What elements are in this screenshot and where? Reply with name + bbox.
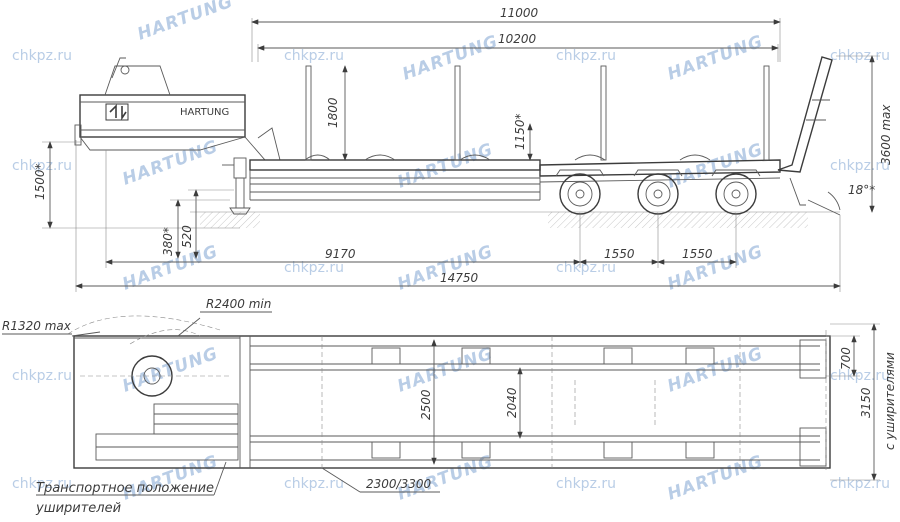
dim-width-track-value: 2040 [505,387,519,418]
watermark-brand: HARTUNG [665,140,766,193]
watermark-site: chkpz.ru [556,48,616,64]
transport-note-line1: Транспортное положение [36,481,214,496]
gooseneck-bracket [104,65,171,96]
dim-axle-spacing-1-value: 1550 [604,247,635,261]
watermark-site: chkpz.ru [12,368,72,384]
dim-stake-height-value: 1800 [326,97,340,128]
watermarks: chkpz.ru chkpz.ru chkpz.ru chkpz.ru chkp… [12,0,890,505]
wheel [559,173,601,215]
watermark-site: chkpz.ru [284,476,344,492]
stake [454,65,461,161]
gooseneck-body [79,94,246,138]
turn-radius-arc [67,315,221,335]
dim-deck-height-value: 1150* [513,113,527,150]
dim-loading-deck-value: 10200 [498,32,537,46]
gooseneck: HARTUNG [74,57,285,161]
turn-radius-min-arc [129,329,201,345]
watermark-brand: HARTUNG [400,32,501,85]
dim-width-ext-note: с уширителями [883,352,897,450]
watermark-site: chkpz.ru [556,476,616,492]
dim-overall-deck-value: 11000 [500,6,539,20]
axle-markers [371,347,715,459]
side-dimensions: 11000 10200 1800 1150* 3600 max 18°* 150… [33,6,893,292]
deck-top [249,159,541,171]
dim-ramp-gap-value: 700 [839,347,853,370]
ground-hatch-leg [200,212,260,228]
stake [305,65,312,161]
ramp-raised [777,56,833,173]
stake [763,65,770,161]
transport-note-line2: уширителей [35,501,121,516]
hartung-logo [105,103,129,121]
side-view: HARTUNG [33,6,893,292]
dim-ramp-spacing: 2300/3300 [366,477,431,491]
watermark-brand: HARTUNG [395,242,496,295]
watermark-site: chkpz.ru [12,476,72,492]
dim-width-ext-value: 3150 [859,387,873,418]
dim-leg-b-value: 520 [180,225,194,248]
rear-ramp [777,56,841,216]
axles [555,169,761,215]
brand-name: HARTUNG [180,107,229,118]
watermark-brand: HARTUNG [395,140,496,193]
dim-kingpin-axle-value: 9170 [325,247,356,261]
dim-ramp-height-value: 3600 max [879,104,893,165]
watermark-site: chkpz.ru [284,48,344,64]
watermark-brand: HARTUNG [135,0,236,45]
stakes [305,65,770,161]
dim-width-inner-value: 2500 [419,389,433,420]
dim-turn-radius-front: R1320 max [2,319,72,333]
top-frame [73,335,831,469]
watermark-brand: HARTUNG [665,242,766,295]
watermark-site: chkpz.ru [830,476,890,492]
top-view: R1320 max R2400 min 2500 2040 700 3150 с… [2,297,897,516]
watermark-site: chkpz.ru [830,158,890,174]
rear-deck [539,159,781,177]
ground-hatch-axles [548,212,808,228]
dim-axle-spacing-2-value: 1550 [682,247,713,261]
wheel [715,173,757,215]
watermark-site: chkpz.ru [12,158,72,174]
dim-overall-length-value: 14750 [440,271,479,285]
dim-leg-a-value: 380* [161,227,175,256]
watermark-brand: HARTUNG [120,137,221,190]
landing-gear [222,157,251,215]
watermark-brand: HARTUNG [665,32,766,85]
dim-turn-radius-min: R2400 min [206,297,271,311]
dim-gooseneck-height-value: 1500* [33,163,47,200]
dim-ramp-angle-value: 18°* [848,183,875,197]
stake [600,65,607,161]
extenders-block [95,403,239,461]
watermark-site: chkpz.ru [12,48,72,64]
main-deck [249,154,781,201]
